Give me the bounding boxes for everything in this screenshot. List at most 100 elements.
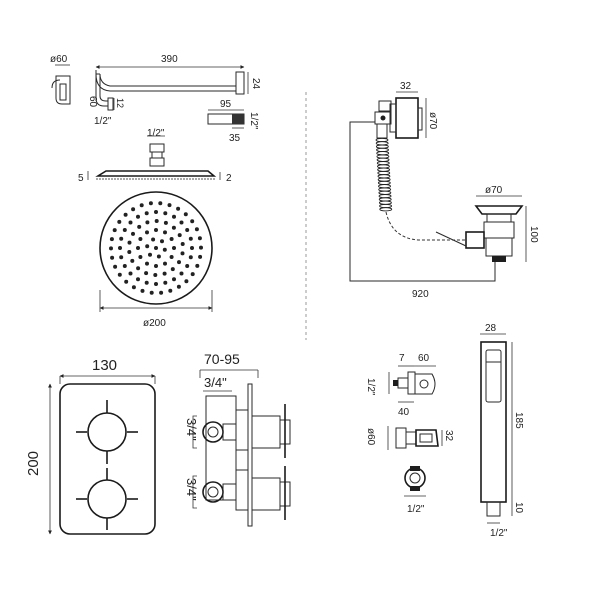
arm-flange-dia-label: ø60 — [50, 54, 68, 65]
nozzle-dot — [158, 201, 163, 206]
nozzle-dot — [172, 246, 176, 250]
bracket-side-view: ø60 32 — [365, 426, 454, 450]
bracket-outlet-front: 1/2" — [404, 466, 426, 515]
arm-flange-view: ø60 — [50, 54, 71, 105]
valve-depth-label: 70-95 — [204, 351, 240, 367]
wall-bracket-drawing: 7 60 1/2" 40 ø60 32 — [365, 353, 454, 515]
hose-coil — [376, 147, 389, 152]
nozzle-dot — [184, 279, 189, 284]
hose-coil — [375, 137, 389, 143]
nozzle-dot — [154, 264, 158, 268]
hose-coil — [376, 164, 390, 169]
filler-top-width-label: 32 — [400, 81, 412, 92]
nozzle-dot — [198, 254, 203, 259]
nozzle-dot — [122, 264, 127, 268]
nozzle-dot — [123, 212, 128, 217]
bracket-top-view: 7 60 1/2" 40 — [365, 353, 436, 418]
arm-flange-depth-label: 60 — [87, 96, 98, 108]
nozzle-dot — [124, 279, 129, 284]
nozzle-dot — [195, 263, 200, 268]
bracket-thread-label: 1/2" — [365, 378, 376, 396]
filler-top-dia-label: ø70 — [427, 112, 438, 130]
nozzle-dot — [130, 258, 135, 263]
nozzle-dot — [163, 230, 167, 235]
nozzle-dot — [144, 211, 149, 216]
nozzle-dot — [131, 231, 135, 236]
filler-spout: 32 ø70 — [374, 81, 438, 139]
nozzle-dot — [162, 271, 167, 276]
nozzle-dot — [148, 201, 153, 206]
hose-coil — [376, 157, 390, 162]
hose-coil — [376, 151, 390, 156]
handset-width-label: 28 — [485, 323, 497, 334]
nozzle-dot — [199, 245, 203, 250]
nozzle-dot — [188, 236, 193, 241]
nozzle-dot — [179, 220, 184, 225]
filler-flex-hose — [375, 123, 466, 241]
nozzle-dot — [145, 230, 149, 235]
nozzle-dot — [127, 240, 132, 245]
nipple-depth-label: 35 — [229, 133, 241, 144]
nozzle-dot — [137, 224, 142, 229]
valve-width-label: 130 — [92, 357, 117, 374]
hose-coil — [377, 167, 391, 172]
valve-knob-upper — [76, 400, 138, 464]
hose-coil — [379, 203, 393, 209]
hose-coil — [378, 197, 392, 202]
hose-coil — [377, 177, 391, 182]
nozzle-dot — [156, 254, 161, 259]
nozzle-dot — [180, 242, 185, 246]
hose-coil — [375, 141, 389, 146]
arm-length-label: 390 — [161, 54, 178, 65]
nozzle-dot — [154, 228, 158, 232]
shower-head-side-view: 1/2" 5 2 — [78, 128, 232, 184]
bracket-depth-label: 40 — [398, 407, 410, 418]
nozzle-dot — [128, 271, 133, 276]
nozzle-dot — [145, 220, 150, 225]
nozzle-dot — [154, 246, 158, 250]
nozzle-dot — [117, 272, 122, 277]
nozzle-dot — [180, 251, 185, 256]
nozzle-dot — [172, 214, 176, 219]
nozzle-dot — [177, 233, 182, 238]
bracket-gap-label: 7 — [399, 353, 405, 364]
nozzle-dot — [176, 206, 181, 211]
nozzle-dot — [136, 277, 140, 282]
handset-length-label: 185 — [513, 412, 524, 429]
valve-outlet-2-label: 3/4" — [184, 478, 199, 501]
nozzle-dot — [140, 288, 145, 293]
nozzle-dot — [154, 219, 159, 223]
hose-coil — [375, 144, 389, 149]
nozzle-dot — [167, 203, 172, 208]
arm-thread-len-label: 12 — [115, 98, 125, 108]
handset-thread-label: 1/2" — [490, 528, 508, 539]
nozzle-dot — [127, 250, 132, 254]
nozzle-dot — [131, 207, 136, 212]
hose-coil — [377, 170, 391, 176]
valve-knob-lower — [76, 468, 138, 530]
nozzle-dot — [154, 210, 158, 214]
nozzle-dot — [110, 255, 115, 260]
valve-side-view: 70-95 3/4" 3/4" 3/4" — [184, 351, 291, 527]
nozzle-dot — [172, 277, 176, 282]
nozzle-dot — [138, 237, 143, 241]
nozzle-dot — [190, 272, 195, 277]
nozzle-dot — [177, 260, 181, 265]
nozzle-dot — [168, 288, 173, 293]
nozzle-dot — [113, 264, 118, 269]
nozzle-dot — [145, 244, 150, 249]
bracket-holder-width-label: 32 — [443, 430, 454, 442]
arm-thread-label: 1/2" — [94, 116, 112, 127]
nozzle-dot — [185, 228, 190, 232]
hose-coil — [378, 200, 392, 205]
valve-outlet-lower — [202, 481, 237, 503]
nozzle-dot — [190, 246, 194, 250]
bath-filler-drawing: 32 ø70 ø70 100 920 — [349, 81, 539, 300]
hose-coil — [378, 190, 392, 195]
nozzle-dot — [119, 236, 124, 241]
nozzle-pattern — [109, 201, 203, 295]
valve-height-label: 200 — [25, 451, 42, 476]
hose-coil — [378, 184, 391, 189]
shower-head-drawing: 1/2" 5 2 ø200 — [78, 128, 232, 329]
